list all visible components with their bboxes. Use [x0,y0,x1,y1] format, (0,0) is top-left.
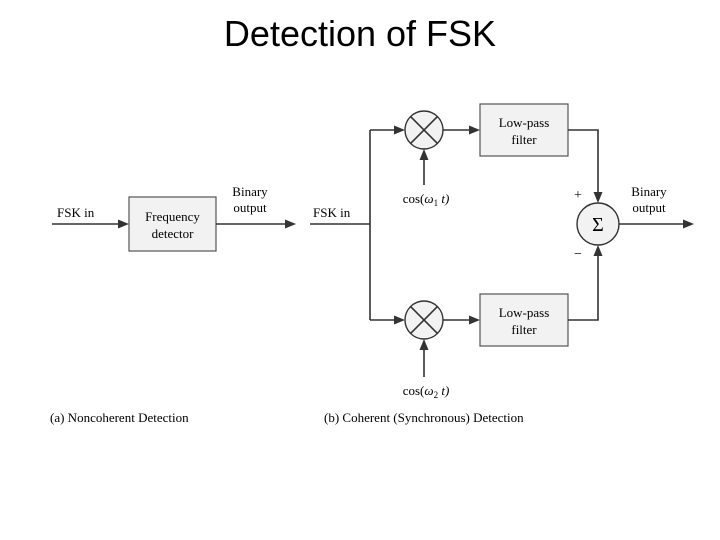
upper-oscillator-arrow [419,149,429,160]
upper-sum-arrow [593,192,603,203]
frequency-detector-label-line2: detector [152,226,195,241]
minus-sign: − [574,247,582,262]
lower-filter-label-line1: Low-pass [499,305,550,320]
frequency-detector-label-line1: Frequency [145,209,200,224]
coherent-output-label-line1: Binary [631,184,667,199]
lower-multiplier [404,300,444,340]
coherent-caption: (b) Coherent (Synchronous) Detection [324,410,524,425]
upper-mixer-out-arrow [469,125,480,135]
plus-sign: + [574,188,582,203]
upper-branch-arrow [394,125,405,135]
upper-filter-out-wire [568,129,599,193]
sigma-symbol: Σ [592,214,604,236]
frequency-detector-block [128,196,217,252]
slide-title: Detection of FSK [223,13,497,54]
coherent-output-label-line2: output [632,200,666,215]
upper-lowpass-filter-block [479,103,569,157]
coherent-input-label: FSK in [313,205,351,220]
lower-mixer-out-arrow [469,315,480,325]
noncoherent-output-arrow [285,219,296,229]
noncoherent-caption: (a) Noncoherent Detection [50,410,189,425]
upper-multiplier [404,110,444,150]
noncoherent-output-label-line2: output [233,200,267,215]
lower-oscillator-arrow [419,339,429,350]
upper-filter-label-line1: Low-pass [499,115,550,130]
lower-branch-arrow [394,315,405,325]
lower-sum-arrow [593,245,603,256]
noncoherent-input-arrow [118,219,129,229]
lower-filter-label-line2: filter [511,322,537,337]
noncoherent-output-label-line1: Binary [232,184,268,199]
upper-oscillator-label: cos(ω1 t) [403,191,450,208]
noncoherent-input-label: FSK in [57,205,95,220]
lower-oscillator-label: cos(ω2 t) [403,383,450,400]
noncoherent-detector: FSK in Frequency detector Binary output … [50,184,296,425]
lower-filter-out-wire [568,255,599,321]
coherent-detector: FSK in cos(ω1 t) Low-pass filter + [310,103,694,425]
lower-lowpass-filter-block [479,293,569,347]
upper-filter-label-line2: filter [511,132,537,147]
coherent-output-arrow [683,219,694,229]
